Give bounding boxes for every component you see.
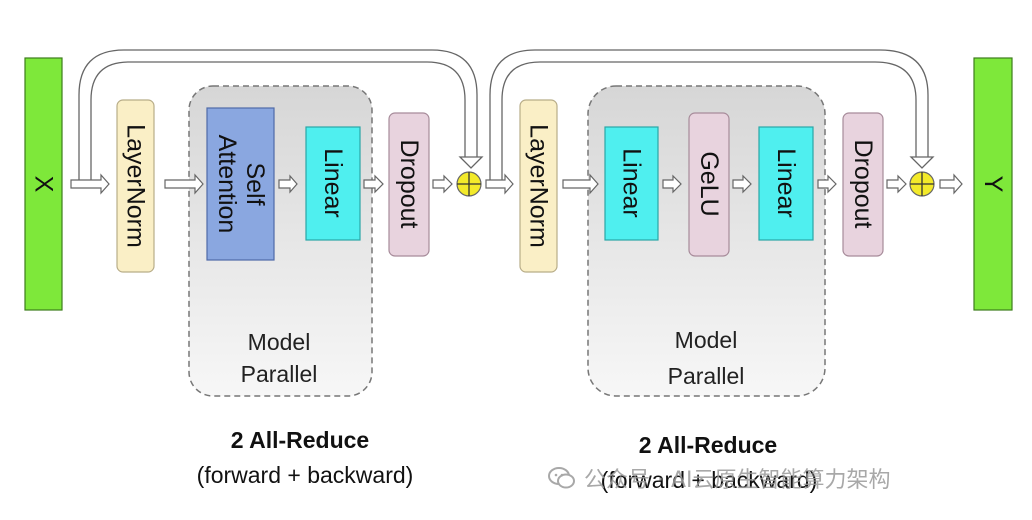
linear-2a-label: Linear: [618, 148, 646, 218]
model-parallel-1-label-line2: Parallel: [241, 361, 318, 387]
watermark: 公众号 · AI云原生智能算力架构: [548, 463, 891, 493]
caption-2-title: 2 All-Reduce: [638, 432, 778, 458]
arrow-linear-to-gelu: [662, 174, 682, 194]
model-parallel-2-label-line1: Model: [675, 327, 738, 353]
self-attention-label-line2: Attention: [213, 135, 241, 234]
arrow-gelu-to-linear: [732, 174, 752, 194]
residual-connection-2: [489, 49, 935, 185]
wechat-icon: [548, 467, 575, 489]
arrow-linear-to-dropout: [363, 174, 384, 194]
gelu-box: [688, 112, 730, 257]
layernorm-2-box: [519, 99, 558, 273]
layernorm-1-box: [116, 99, 155, 273]
model-parallel-2-label-line2: Parallel: [668, 363, 745, 389]
layernorm-1-label: LayerNorm: [122, 124, 150, 248]
gelu-label: GeLU: [695, 151, 723, 216]
linear-2b-box: [758, 126, 814, 241]
self-attention-label-line1: Self: [241, 162, 269, 205]
dropout-2-label: Dropout: [849, 140, 877, 229]
watermark-text: 公众号 · AI云原生智能算力架构: [584, 468, 891, 493]
linear-1-label: Linear: [319, 148, 347, 218]
caption-1-subtitle: (forward + backward): [196, 462, 414, 488]
dropout-2-box: [842, 112, 884, 257]
arrow-adder-to-y: [939, 173, 963, 195]
arrow-dropout2-to-adder: [886, 174, 907, 194]
caption-2-subtitle: (forward + backward): [600, 467, 818, 493]
input-x-block: [24, 57, 63, 311]
dropout-1-label: Dropout: [395, 140, 423, 229]
caption-1-title: 2 All-Reduce: [230, 427, 370, 453]
linear-2b-label: Linear: [772, 148, 800, 218]
arrow-adder-to-layernorm2: [485, 173, 514, 195]
input-x-label: X: [30, 176, 58, 193]
arrow-x-to-layernorm: [70, 173, 110, 195]
linear-1-box: [305, 126, 361, 241]
residual-adder-1: [456, 171, 482, 197]
arrow-dropout-to-adder: [432, 174, 453, 194]
dropout-1-box: [388, 112, 430, 257]
layernorm-2-label: LayerNorm: [525, 124, 553, 248]
arrow-linear2-to-dropout: [817, 174, 837, 194]
residual-connection-1: [78, 49, 484, 185]
model-parallel-1-label-line1: Model: [248, 329, 311, 355]
self-attention-box: [206, 107, 275, 261]
arrow-attention-to-linear: [278, 174, 298, 194]
arrow-layernorm-to-attention: [164, 173, 204, 195]
output-y-block: [973, 57, 1013, 311]
residual-adder-2: [909, 171, 935, 197]
linear-2a-box: [604, 126, 659, 241]
flow-arrows: [70, 173, 963, 195]
arrow-layernorm2-to-linear: [562, 173, 599, 195]
output-y-label: Y: [979, 176, 1007, 193]
